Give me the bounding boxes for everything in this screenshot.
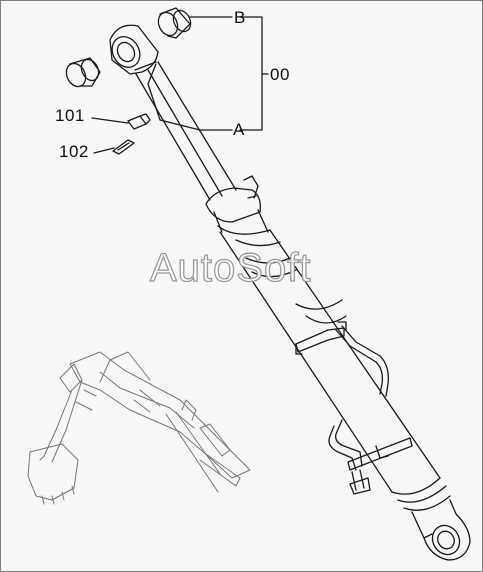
cylinder-base [391, 477, 451, 511]
bottom-eye [411, 499, 471, 561]
hydraulic-pipe [328, 325, 389, 471]
rod-eye-top [109, 24, 159, 75]
cylinder-head [205, 175, 271, 235]
cylinder-barrel [219, 229, 441, 493]
callout-assembly: 00 [270, 65, 290, 84]
pipe-clamp-lower [347, 437, 413, 495]
callout-102: 102 [59, 142, 89, 161]
pin-102 [112, 139, 135, 155]
watermark-text: AutoSoft [149, 246, 312, 290]
bushing-b [157, 7, 192, 39]
callout-b: B [234, 8, 246, 27]
pin-101 [127, 113, 151, 130]
excavator-inset [27, 351, 251, 505]
leader-lines [91, 16, 269, 154]
pipe-clamp-upper [295, 321, 347, 355]
bushing-a [65, 57, 101, 88]
callout-101: 101 [55, 106, 85, 125]
piston-rod [135, 61, 237, 201]
callout-a: A [233, 120, 245, 139]
